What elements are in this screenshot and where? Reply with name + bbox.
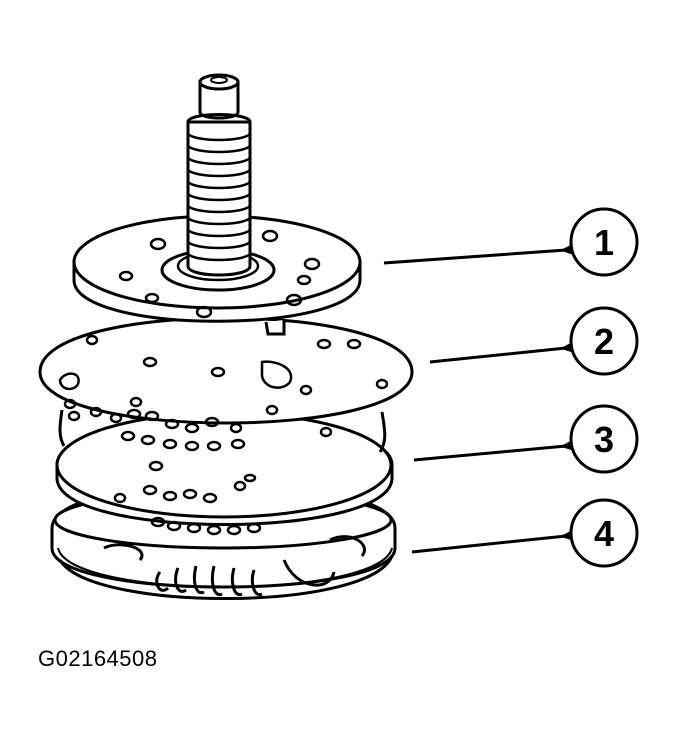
figure-code-label: G02164508 xyxy=(38,646,158,671)
callout-3: 3 xyxy=(569,404,639,474)
callout-4: 4 xyxy=(569,498,639,568)
part-4-slots xyxy=(103,535,366,597)
part-2-holes xyxy=(58,334,389,452)
callout-2: 2 xyxy=(569,306,639,376)
leader-1 xyxy=(383,232,597,265)
part-2-separator-plate xyxy=(38,316,414,453)
callout-1: 1 xyxy=(569,207,639,277)
callout-1-number: 1 xyxy=(594,222,614,263)
callout-4-number: 4 xyxy=(594,513,614,554)
callout-3-number: 3 xyxy=(594,419,614,460)
part-1-top-plate xyxy=(72,214,362,336)
part-1-holes xyxy=(118,229,321,319)
callout-2-number: 2 xyxy=(594,321,614,362)
leader-3 xyxy=(413,428,598,462)
leader-2 xyxy=(429,330,598,364)
shaft xyxy=(186,73,252,277)
callout-leaders xyxy=(383,232,598,554)
part-3-holes xyxy=(113,460,262,536)
shaft-threads xyxy=(187,132,251,262)
leader-4 xyxy=(411,517,598,554)
